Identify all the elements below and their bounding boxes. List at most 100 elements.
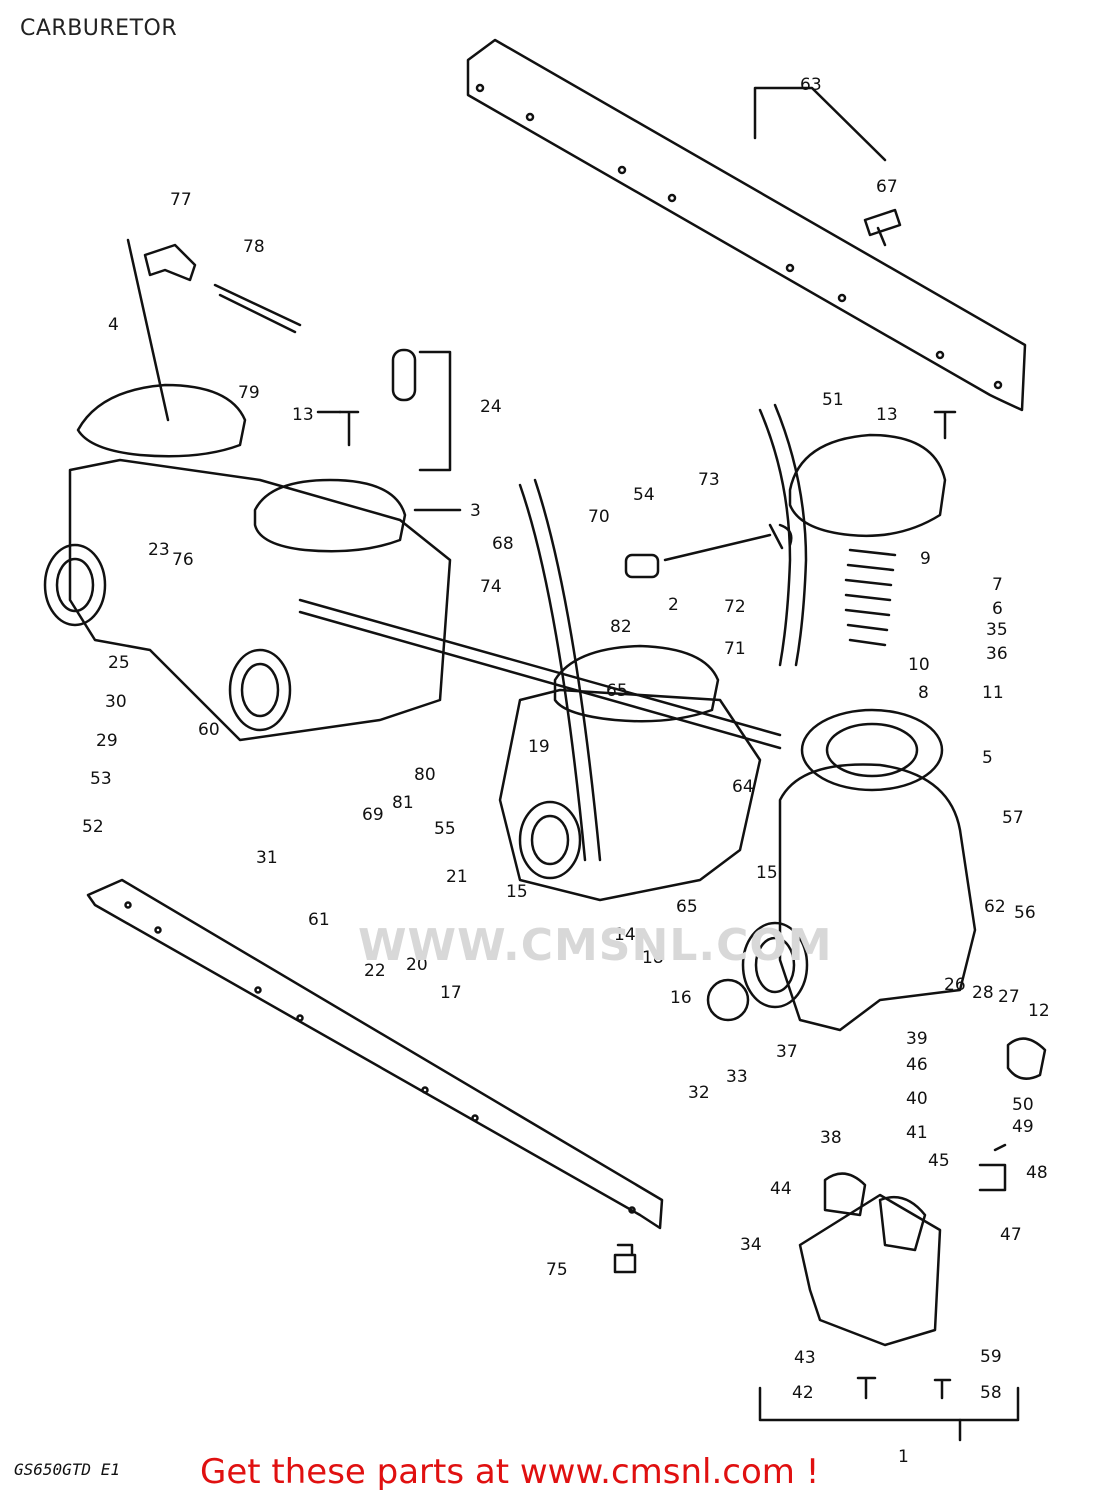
label-46: 46 bbox=[906, 1055, 928, 1075]
label-26: 26 bbox=[944, 975, 966, 995]
label-2: 2 bbox=[668, 595, 679, 615]
label-41: 41 bbox=[906, 1123, 928, 1143]
label-35: 35 bbox=[986, 620, 1008, 640]
label-29: 29 bbox=[96, 731, 118, 751]
label-45: 45 bbox=[928, 1151, 950, 1171]
label-34: 34 bbox=[740, 1235, 762, 1255]
label-15a: 15 bbox=[506, 882, 528, 902]
label-13b: 13 bbox=[876, 405, 898, 425]
label-22: 22 bbox=[364, 961, 386, 981]
label-79: 79 bbox=[238, 383, 260, 403]
label-53: 53 bbox=[90, 769, 112, 789]
label-56: 56 bbox=[1014, 903, 1036, 923]
label-38: 38 bbox=[820, 1128, 842, 1148]
label-72: 72 bbox=[724, 597, 746, 617]
label-19: 19 bbox=[528, 737, 550, 757]
watermark-text: WWW.CMSNL.COM bbox=[358, 920, 833, 971]
label-28: 28 bbox=[972, 983, 994, 1003]
label-77: 77 bbox=[170, 190, 192, 210]
label-55: 55 bbox=[434, 819, 456, 839]
label-36: 36 bbox=[986, 644, 1008, 664]
label-81: 81 bbox=[392, 793, 414, 813]
label-47: 47 bbox=[1000, 1225, 1022, 1245]
footer-link[interactable]: Get these parts at www.cmsnl.com ! bbox=[200, 1452, 820, 1492]
label-74: 74 bbox=[480, 577, 502, 597]
label-71: 71 bbox=[724, 639, 746, 659]
label-10: 10 bbox=[908, 655, 930, 675]
throttle-shaft bbox=[298, 598, 782, 737]
label-1: 1 bbox=[898, 1447, 909, 1467]
label-75: 75 bbox=[546, 1260, 568, 1280]
part-number-labels: 63 67 77 78 4 79 13 24 3 51 13 9 7 6 35 … bbox=[82, 75, 1050, 1467]
right-carb-body bbox=[778, 763, 977, 1032]
model-code: GS650GTD E1 bbox=[14, 1460, 120, 1479]
label-12: 12 bbox=[1028, 1001, 1050, 1021]
label-30: 30 bbox=[105, 692, 127, 712]
label-20: 20 bbox=[406, 955, 428, 975]
label-13a: 13 bbox=[292, 405, 314, 425]
label-60: 60 bbox=[198, 720, 220, 740]
label-15b: 15 bbox=[756, 863, 778, 883]
label-76: 76 bbox=[172, 550, 194, 570]
label-58: 58 bbox=[980, 1383, 1002, 1403]
label-27: 27 bbox=[998, 987, 1020, 1007]
label-17: 17 bbox=[440, 983, 462, 1003]
top-bracket-shape bbox=[466, 38, 1027, 412]
diaphragm bbox=[800, 708, 944, 792]
label-61: 61 bbox=[308, 910, 330, 930]
label-6: 6 bbox=[992, 599, 1003, 619]
label-39: 39 bbox=[906, 1029, 928, 1049]
label-59: 59 bbox=[980, 1347, 1002, 1367]
carb-bank-left bbox=[68, 458, 452, 742]
label-18: 18 bbox=[642, 948, 664, 968]
bottom-bracket-shape bbox=[86, 878, 664, 1230]
label-40: 40 bbox=[906, 1089, 928, 1109]
label-62: 62 bbox=[984, 897, 1006, 917]
label-24: 24 bbox=[480, 397, 502, 417]
label-65a: 65 bbox=[606, 681, 628, 701]
label-3: 3 bbox=[470, 501, 481, 521]
label-11: 11 bbox=[982, 683, 1004, 703]
diagram-title: CARBURETOR bbox=[20, 16, 178, 41]
hose-72 bbox=[758, 408, 792, 667]
label-68: 68 bbox=[492, 534, 514, 554]
float-bowl-34 bbox=[798, 1193, 942, 1347]
label-23: 23 bbox=[148, 540, 170, 560]
label-57: 57 bbox=[1002, 808, 1024, 828]
label-5: 5 bbox=[982, 748, 993, 768]
label-67: 67 bbox=[876, 177, 898, 197]
label-32: 32 bbox=[688, 1083, 710, 1103]
label-44: 44 bbox=[770, 1179, 792, 1199]
label-31: 31 bbox=[256, 848, 278, 868]
top-cover-51 bbox=[788, 433, 947, 538]
label-7: 7 bbox=[992, 575, 1003, 595]
label-21: 21 bbox=[446, 867, 468, 887]
label-43: 43 bbox=[794, 1348, 816, 1368]
label-9: 9 bbox=[920, 549, 931, 569]
hose-68 bbox=[518, 483, 587, 862]
label-42: 42 bbox=[792, 1383, 814, 1403]
label-78: 78 bbox=[243, 237, 265, 257]
spring-9 bbox=[844, 548, 897, 647]
label-25: 25 bbox=[108, 653, 130, 673]
label-8: 8 bbox=[918, 683, 929, 703]
label-73: 73 bbox=[698, 470, 720, 490]
label-82: 82 bbox=[610, 617, 632, 637]
label-37: 37 bbox=[776, 1042, 798, 1062]
label-16: 16 bbox=[670, 988, 692, 1008]
label-63: 63 bbox=[800, 75, 822, 95]
label-50: 50 bbox=[1012, 1095, 1034, 1115]
label-70: 70 bbox=[588, 507, 610, 527]
left-carb-cap bbox=[76, 383, 247, 458]
label-80: 80 bbox=[414, 765, 436, 785]
label-69: 69 bbox=[362, 805, 384, 825]
label-4: 4 bbox=[108, 315, 119, 335]
label-54: 54 bbox=[633, 485, 655, 505]
label-64: 64 bbox=[732, 777, 754, 797]
label-51: 51 bbox=[822, 390, 844, 410]
label-14: 14 bbox=[614, 925, 636, 945]
label-65b: 65 bbox=[676, 897, 698, 917]
center-carb-cap bbox=[553, 644, 720, 723]
label-49: 49 bbox=[1012, 1117, 1034, 1137]
